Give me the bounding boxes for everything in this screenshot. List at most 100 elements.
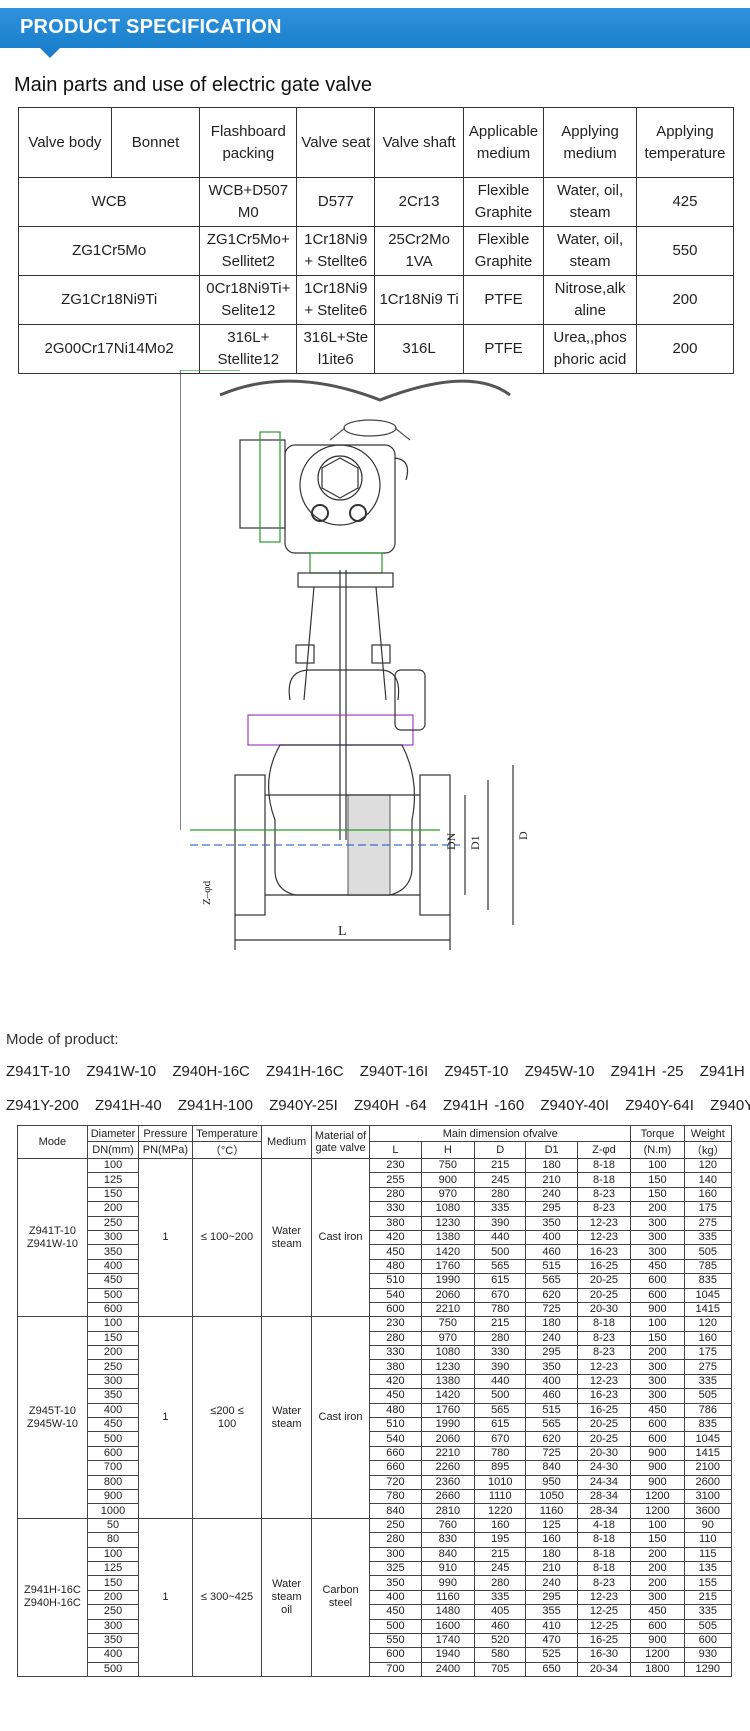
d1-cell: 515 xyxy=(525,1258,578,1275)
h-cell: 1740 xyxy=(420,1632,476,1649)
h-cell: 990 xyxy=(420,1575,476,1591)
h-cell: 2360 xyxy=(420,1474,476,1490)
dn-cell: 100 xyxy=(86,1316,140,1332)
torque-cell: 300 xyxy=(630,1373,685,1390)
header-cell: Bonnet xyxy=(110,107,201,178)
actuator-housing xyxy=(284,444,396,554)
h-cell: 2260 xyxy=(420,1460,476,1476)
d1-cell: 515 xyxy=(525,1402,578,1419)
l-cell: 280 xyxy=(369,1186,422,1203)
d1-cell: 725 xyxy=(525,1445,578,1462)
weight-cell: 90 xyxy=(683,1517,733,1534)
materials-header-row: Valve body Bonnet Flashboard packing Val… xyxy=(18,107,735,178)
weight-cell: 335 xyxy=(683,1604,733,1620)
dim-l-label: L xyxy=(338,924,347,939)
mode-item: Z941H -64 xyxy=(699,1063,750,1080)
h-cell: 1160 xyxy=(420,1589,476,1606)
h-cell: 2210 xyxy=(420,1301,476,1318)
z-cell: 16-23 xyxy=(576,1388,632,1404)
shaft-cell: 2Cr13 xyxy=(374,177,464,227)
h-cell: 840 xyxy=(420,1546,476,1562)
applicable-cell: PTFE xyxy=(462,324,545,374)
packing-cell: 0Cr18Ni9Ti+ Selite12 xyxy=(199,275,298,325)
z-cell: 20-25 xyxy=(576,1417,632,1433)
l-cell: 350 xyxy=(369,1575,422,1591)
valve-body xyxy=(267,744,416,896)
d1-cell: 620 xyxy=(525,1431,578,1447)
dn-cell: 1000 xyxy=(86,1503,140,1519)
mode-item: Z940Y-64I xyxy=(625,1097,694,1114)
d1-cell: 470 xyxy=(525,1632,578,1649)
d-cell: 215 xyxy=(474,1316,527,1332)
header-weight-unit: （kg） xyxy=(683,1141,733,1159)
dn-cell: 300 xyxy=(86,1373,140,1390)
temp-cell: 550 xyxy=(635,226,735,276)
materials-row: ZG1Cr18Ni9Ti 0Cr18Ni9Ti+ Selite12 1Cr18N… xyxy=(17,275,735,325)
d1-cell: 180 xyxy=(525,1546,578,1562)
z-cell: 20-34 xyxy=(576,1661,632,1678)
torque-cell: 200 xyxy=(630,1345,685,1361)
z-cell: 16-23 xyxy=(576,1244,632,1260)
h-cell: 1230 xyxy=(420,1359,476,1375)
z-cell: 8-18 xyxy=(576,1316,632,1332)
dim-d1-label: D1 xyxy=(468,835,482,850)
valve-drawing: H L DN D1 D Z–φd xyxy=(180,370,530,950)
l-cell: 400 xyxy=(369,1589,422,1606)
weight-cell: 275 xyxy=(683,1359,733,1375)
z-cell: 8-23 xyxy=(576,1186,632,1203)
d-cell: 335 xyxy=(474,1589,527,1606)
mode-item: Z941H -25 xyxy=(610,1063,684,1080)
h-cell: 1760 xyxy=(420,1402,476,1419)
h-cell: 1480 xyxy=(420,1604,476,1620)
d1-cell: 350 xyxy=(525,1215,578,1231)
d1-cell: 240 xyxy=(525,1186,578,1203)
body-bonnet-cell: WCB xyxy=(17,177,201,227)
bonnet-flange xyxy=(247,714,414,746)
h-cell: 750 xyxy=(420,1157,476,1174)
weight-cell: 835 xyxy=(683,1273,733,1289)
dim-dn-label: DN xyxy=(444,832,458,850)
h-cell: 2210 xyxy=(420,1445,476,1462)
torque-cell: 200 xyxy=(630,1546,685,1562)
l-cell: 420 xyxy=(369,1229,422,1246)
h-cell: 2660 xyxy=(420,1488,476,1505)
temperature-cell: ≤ 100~200 xyxy=(191,1157,263,1318)
z-cell: 8-23 xyxy=(576,1330,632,1347)
d1-cell: 350 xyxy=(525,1359,578,1375)
d1-cell: 295 xyxy=(525,1201,578,1217)
weight-cell: 930 xyxy=(683,1647,733,1663)
dn-cell: 400 xyxy=(86,1647,140,1663)
weight-cell: 600 xyxy=(683,1632,733,1649)
header-weight: Weight xyxy=(683,1125,733,1142)
header-material: Material of gate valve xyxy=(310,1125,371,1159)
d1-cell: 295 xyxy=(525,1345,578,1361)
temperature-cell: ≤200 ≤ 100 xyxy=(191,1316,263,1519)
mode-item: Z940Y-40I xyxy=(540,1097,610,1114)
d1-cell: 950 xyxy=(525,1474,578,1490)
temperature-cell: ≤ 300~425 xyxy=(191,1517,263,1678)
h-cell: 1420 xyxy=(420,1244,476,1260)
mode-item: Z941T-10 xyxy=(6,1063,71,1080)
mode-item: Z941H -160 xyxy=(443,1097,525,1114)
l-cell: 380 xyxy=(369,1359,422,1375)
mode-item: Z940Y-100I xyxy=(710,1097,750,1114)
l-cell: 660 xyxy=(369,1460,422,1476)
header-mode: Mode xyxy=(17,1125,88,1159)
dn-cell: 200 xyxy=(86,1345,140,1361)
d1-cell: 620 xyxy=(525,1287,578,1303)
l-cell: 480 xyxy=(369,1402,422,1419)
z-cell: 8-18 xyxy=(576,1172,632,1188)
dn-cell: 150 xyxy=(86,1186,140,1203)
l-cell: 280 xyxy=(369,1330,422,1347)
